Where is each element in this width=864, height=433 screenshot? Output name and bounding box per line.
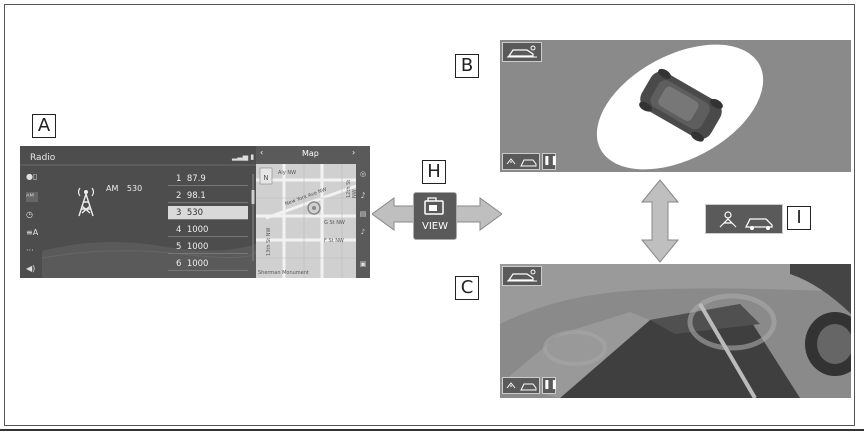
preset-freq: 87.9	[186, 174, 206, 184]
person-car-icon	[719, 211, 773, 230]
pause-icon[interactable]: ❚❚	[542, 153, 558, 170]
view-switch-icon[interactable]	[705, 204, 783, 234]
radio-tower-icon	[77, 187, 95, 217]
camera-mode-icon[interactable]	[502, 266, 542, 286]
preset-item[interactable]: 2 98.1	[168, 189, 248, 203]
preset-num: 5	[176, 242, 182, 252]
svg-text:◎: ◎	[360, 170, 366, 178]
preset-item[interactable]: 1 87.9	[168, 172, 248, 186]
preset-item-selected[interactable]: 3 530	[168, 206, 248, 220]
car-camera-icon	[507, 45, 537, 58]
preset-num: 3	[176, 208, 182, 218]
svg-text:♪: ♪	[360, 191, 365, 200]
volume-icon[interactable]: ◀)	[26, 264, 36, 273]
station-frequency: 530	[126, 184, 143, 193]
preset-num: 4	[176, 225, 182, 235]
map-header: ‹ Map ›	[256, 146, 370, 164]
radio-title: Radio	[30, 153, 56, 163]
label-a: A	[32, 114, 56, 138]
camera-mode-icon[interactable]	[502, 42, 542, 62]
map-back-icon[interactable]: ‹	[260, 148, 264, 157]
status-icons: ▂▃▅ ▮ ▯	[232, 153, 261, 161]
preset-item[interactable]: 6 1000	[168, 257, 248, 271]
preset-item[interactable]: 4 1000	[168, 223, 248, 237]
map-title: Map	[302, 149, 319, 158]
preset-num: 2	[176, 191, 182, 201]
screen-c-closeup: ❚❚	[500, 264, 851, 398]
label-b: B	[455, 54, 479, 78]
screen-b-overview: ❚❚	[500, 40, 851, 172]
label-c: C	[455, 276, 479, 300]
preset-num: 1	[176, 174, 182, 184]
pause-icon[interactable]: ❚❚	[542, 377, 558, 394]
bottom-rule	[0, 429, 864, 431]
more-icon[interactable]: ···	[26, 246, 34, 255]
car-3d-icon	[639, 68, 723, 142]
current-station: AM 530	[106, 184, 142, 193]
preset-freq: 1000	[186, 259, 209, 269]
car-camera-icon	[507, 269, 537, 282]
screen-c-canvas	[500, 264, 851, 398]
svg-text:♪: ♪	[361, 228, 365, 236]
map-canvas[interactable]: ◎ ♪ ▤ ♪ ▣ N	[256, 146, 370, 278]
preset-item[interactable]: 5 1000	[168, 240, 248, 254]
view-toggle-icon	[506, 382, 537, 391]
street-label: F St NW	[324, 238, 344, 244]
station-band: AM	[106, 184, 119, 193]
vertical-double-arrow	[640, 179, 680, 263]
view-toggle-chip[interactable]	[502, 153, 540, 170]
street-label: 12th St NW	[346, 179, 358, 198]
svg-text:N: N	[263, 174, 268, 182]
view-toggle-chip[interactable]	[502, 377, 540, 394]
figure-frame	[4, 4, 855, 426]
map-forward-icon[interactable]: ›	[352, 148, 356, 157]
view-toggle-icon	[506, 158, 537, 167]
preset-num: 6	[176, 259, 182, 269]
list-icon[interactable]: ≡A	[26, 228, 39, 237]
label-i: I	[787, 206, 811, 230]
preset-freq: 1000	[186, 225, 209, 235]
clock-icon[interactable]: ◷	[26, 210, 33, 219]
camera-icon	[424, 197, 444, 215]
audio-sidebar: ●▯ ᴬᴹ ◷ ≡A ··· ◀)	[24, 170, 40, 273]
svg-text:▤: ▤	[360, 210, 367, 218]
label-h: H	[422, 160, 446, 184]
screen-a-audio-map: Radio ▂▃▅ ▮ ▯ ●▯ ᴬᴹ ◷ ≡A ··· ◀) AM 530 1…	[20, 146, 370, 278]
band-icon[interactable]: ᴬᴹ	[26, 192, 38, 202]
street-label: G St NW	[324, 220, 345, 226]
street-label: Sherman Monument	[258, 270, 309, 276]
preset-freq: 98.1	[186, 191, 206, 201]
preset-freq: 1000	[186, 242, 209, 252]
screen-b-canvas	[500, 40, 851, 172]
view-button[interactable]: VIEW	[413, 192, 457, 240]
map-panel[interactable]: ◎ ♪ ▤ ♪ ▣ N ‹ Map › Aly NW New York Ave …	[256, 146, 370, 278]
source-icon[interactable]: ●▯	[26, 172, 38, 181]
svg-text:▣: ▣	[360, 260, 367, 268]
street-label: 13th St NW	[266, 227, 272, 257]
view-button-label: VIEW	[422, 221, 448, 232]
preset-freq: 530	[186, 208, 204, 218]
street-label: Aly NW	[278, 170, 297, 176]
